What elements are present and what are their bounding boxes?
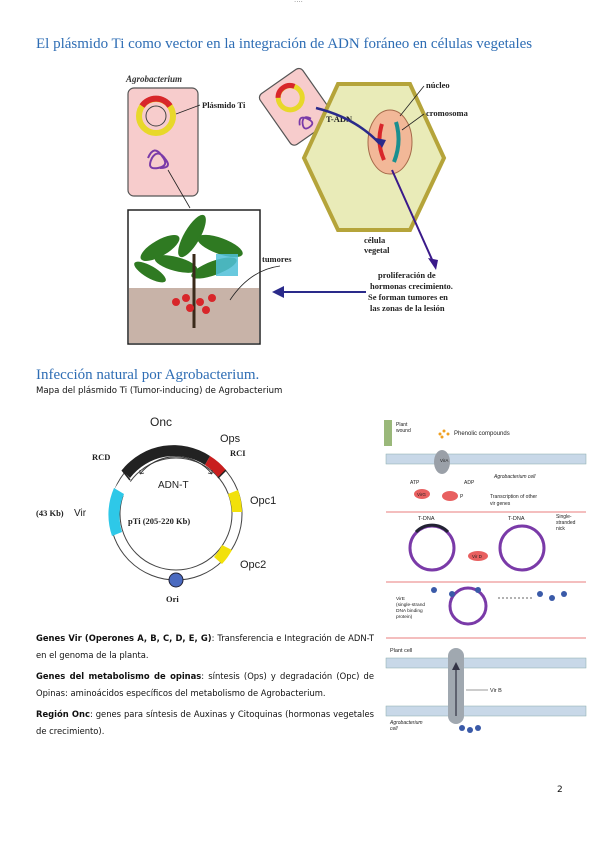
svg-text:wound: wound xyxy=(396,428,411,434)
paragraph-genes-vir: Genes Vir (Operones A, B, C, D, E, G): T… xyxy=(36,630,374,664)
page-number: 2 xyxy=(557,785,563,795)
svg-text:Plant cell: Plant cell xyxy=(390,648,412,654)
label-prolif-1: proliferación de xyxy=(378,270,436,280)
paragraph-genes-vir-text: : Transferencia e Integración de ADN-T e… xyxy=(36,633,374,660)
section-title-ti-vector: El plásmido Ti como vector en la integra… xyxy=(36,36,533,52)
label-tadn: T-ADN xyxy=(326,114,353,124)
label-rcd: RCD xyxy=(92,452,110,462)
label-prolif-2: hormonas crecimiento. xyxy=(370,281,453,291)
svg-text:Phenolic compounds: Phenolic compounds xyxy=(454,431,510,437)
infection-mechanism-figure: Plant wound Phenolic compounds VirA Agro… xyxy=(384,420,587,733)
svg-text:P: P xyxy=(460,494,464,500)
bacterium-cell-left xyxy=(127,87,199,197)
label-rci: RCI xyxy=(230,448,246,458)
label-opc1: Opc1 xyxy=(250,495,276,507)
svg-text:nick: nick xyxy=(556,526,565,532)
label-onc: Onc xyxy=(150,415,172,429)
label-celula-2: vegetal xyxy=(364,245,390,255)
opc2-region xyxy=(214,545,232,564)
proliferation-arrow xyxy=(391,169,435,265)
chromosome-tangle-left xyxy=(147,149,169,170)
membrane-3 xyxy=(385,705,587,717)
label-plasmido-ti: Plásmido Ti xyxy=(202,100,246,110)
svg-text:stranded: stranded xyxy=(556,520,576,526)
top-mark: .... xyxy=(294,0,303,4)
label-celula-1: célula xyxy=(364,235,386,245)
paragraph-onc-text: : genes para síntesis de Auxinas y Citoq… xyxy=(36,709,374,736)
nucleus xyxy=(367,109,413,175)
ops-region xyxy=(205,456,226,477)
label-tumores: tumores xyxy=(262,254,292,264)
svg-text:Plant: Plant xyxy=(396,422,408,428)
svg-text:Agrobacterium: Agrobacterium xyxy=(389,720,423,726)
svg-text:VirA: VirA xyxy=(440,458,448,463)
svg-text:Single-: Single- xyxy=(556,514,572,520)
label-nucleo: núcleo xyxy=(426,80,450,90)
ti-vector-figure: Agrobacterium Plásmido Ti cromosoma T-AD… xyxy=(125,67,469,345)
onc-region xyxy=(122,445,210,478)
ti-plasmid-map: Onc Ops RCD RCI ADN-T Opc1 Opc2 (43 Kb) … xyxy=(36,415,276,604)
label-pti: pTi (205-220 Kb) xyxy=(128,516,190,526)
tumors xyxy=(172,294,216,314)
svg-text:cell: cell xyxy=(390,726,398,732)
label-ori: Ori xyxy=(166,594,179,604)
svg-text:vir genes: vir genes xyxy=(490,501,511,507)
label-opc2: Opc2 xyxy=(240,559,266,571)
membrane-2 xyxy=(385,657,587,669)
svg-text:ATP: ATP xyxy=(410,480,420,486)
svg-text:T-DNA: T-DNA xyxy=(508,516,525,522)
label-prolif-4: las zonas de la lesión xyxy=(370,303,445,313)
paragraph-opinas-bold: Genes del metabolismo de opinas xyxy=(36,671,202,681)
label-adn-t: ADN-T xyxy=(158,480,189,491)
paragraph-onc-bold: Región Onc xyxy=(36,709,90,719)
svg-text:T-DNA: T-DNA xyxy=(418,516,435,522)
label-prolif-3: Se forman tumores en xyxy=(368,292,448,302)
tdna-segment-left xyxy=(139,95,173,108)
svg-text:Vir D: Vir D xyxy=(472,554,483,559)
svg-text:ADP: ADP xyxy=(464,480,475,486)
tadn-arrow xyxy=(315,106,381,145)
label-vir: Vir xyxy=(74,508,87,519)
paragraph-opinas: Genes del metabolismo de opinas: síntesi… xyxy=(36,668,374,702)
svg-text:VirE: VirE xyxy=(396,596,405,602)
label-agrobacterium: Agrobacterium xyxy=(125,74,182,84)
opc1-region xyxy=(228,490,242,512)
paragraph-genes-vir-bold: Genes Vir (Operones A, B, C, D, E, G) xyxy=(36,633,212,643)
svg-text:Vir B: Vir B xyxy=(490,688,502,694)
section-title-infeccion: Infección natural por Agrobacterium. xyxy=(36,367,260,383)
label-cromosoma-cel: cromosoma xyxy=(426,108,469,118)
paragraph-opinas-text: : síntesis (Ops) y degradación (Opc) de … xyxy=(36,671,375,698)
svg-text:(single-strand: (single-strand xyxy=(396,602,425,608)
plasmid-2 xyxy=(498,524,546,572)
svg-text:Agrobacterium cell: Agrobacterium cell xyxy=(493,474,536,480)
chromosome-teal xyxy=(392,121,401,163)
membrane-1 xyxy=(385,453,587,465)
svg-text:Transcription of other: Transcription of other xyxy=(490,494,537,500)
label-ops: Ops xyxy=(220,433,241,445)
paragraph-onc: Región Onc: genes para síntesis de Auxin… xyxy=(36,706,374,740)
svg-text:DNA binding: DNA binding xyxy=(396,608,423,614)
label-vir-size: (43 Kb) xyxy=(36,508,64,518)
ori-origin xyxy=(168,572,184,588)
map-caption: Mapa del plásmido Ti (Tumor-inducing) de… xyxy=(36,386,283,396)
plasmid-1 xyxy=(408,524,456,572)
svg-text:VirG: VirG xyxy=(417,492,426,497)
svg-text:protein): protein) xyxy=(396,614,413,620)
